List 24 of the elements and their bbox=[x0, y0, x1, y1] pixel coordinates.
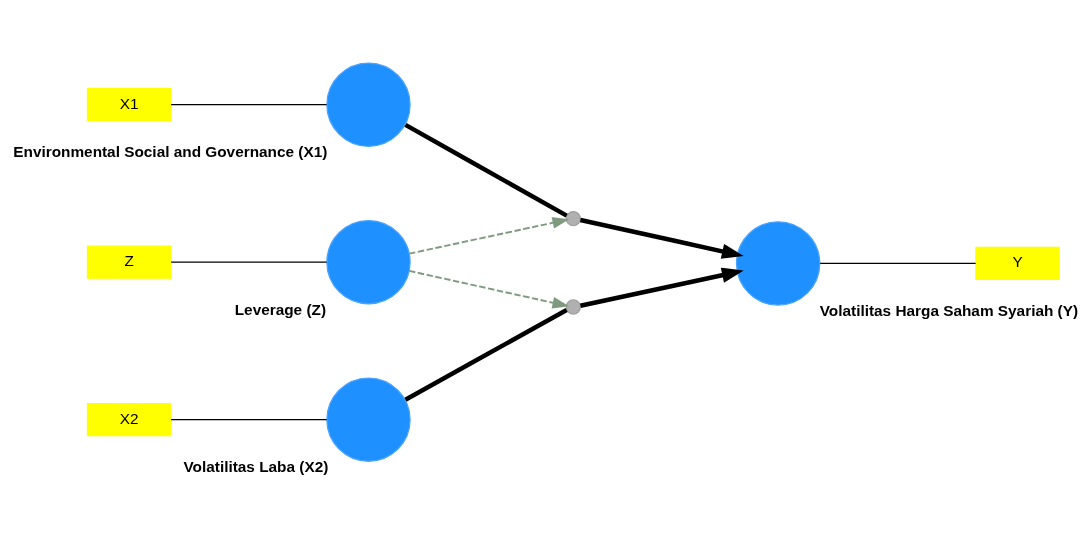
node-circle bbox=[326, 377, 411, 462]
node-box: X1 bbox=[86, 88, 172, 122]
arrow bbox=[579, 267, 744, 308]
node-label: Leverage (Z) bbox=[234, 300, 327, 318]
node-circle bbox=[735, 221, 821, 306]
node-circle bbox=[565, 210, 581, 227]
connector bbox=[404, 122, 568, 218]
node-circle bbox=[326, 219, 411, 305]
arrow bbox=[579, 217, 744, 259]
node-box: X2 bbox=[86, 403, 172, 437]
connector bbox=[170, 419, 328, 421]
node-circle bbox=[326, 62, 411, 147]
node-box: Y bbox=[975, 246, 1060, 281]
connector bbox=[170, 261, 328, 263]
node-circle bbox=[565, 299, 581, 315]
node-label: Environmental Social and Governance (X1) bbox=[13, 143, 328, 161]
node-label: Volatilitas Harga Saham Syariah (Y) bbox=[819, 302, 1079, 320]
arrow bbox=[408, 269, 570, 309]
arrow bbox=[408, 217, 570, 255]
connector bbox=[819, 262, 977, 265]
node-box: Z bbox=[86, 245, 172, 279]
connector bbox=[170, 104, 328, 106]
connector bbox=[404, 308, 568, 402]
node-label: Volatilitas Laba (X2) bbox=[183, 458, 329, 476]
